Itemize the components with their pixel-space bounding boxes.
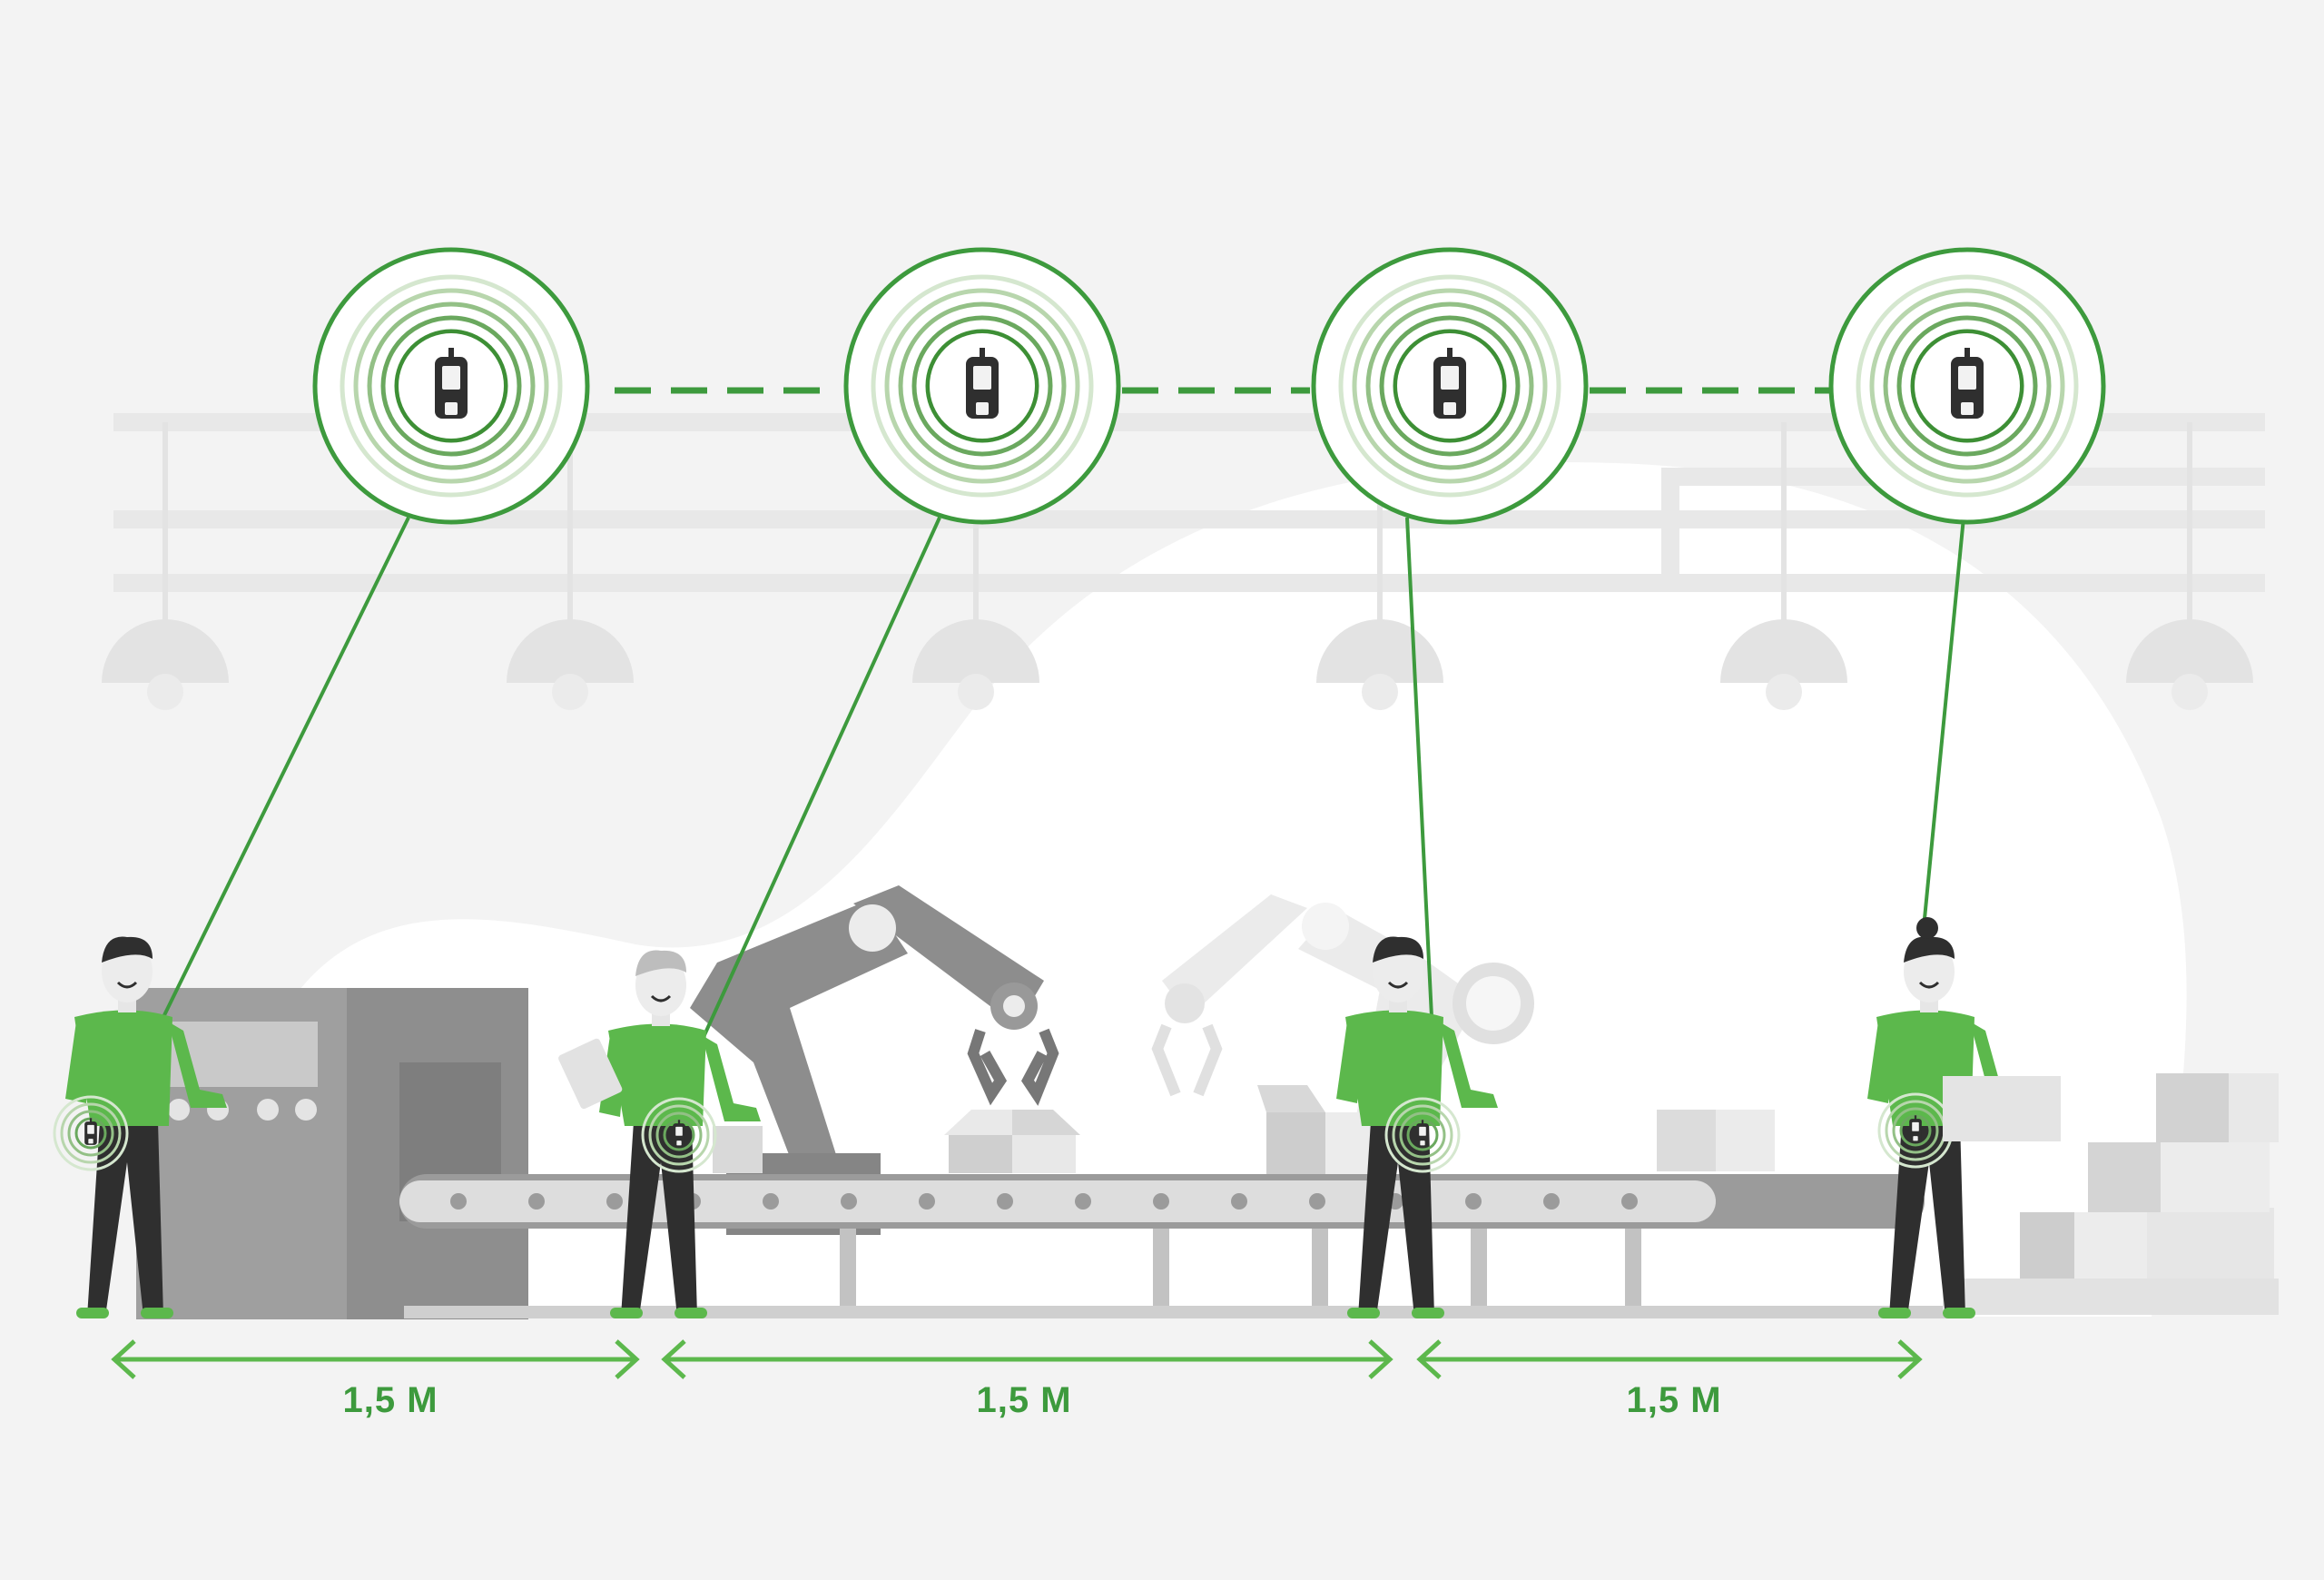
wearable-tag-icon (84, 1118, 97, 1145)
conveyor-roller (450, 1193, 467, 1210)
distance-label-2: 1,5 M (976, 1380, 1072, 1420)
signal-ring (60, 1102, 122, 1164)
signal-ring (1910, 329, 2024, 443)
signal-ring (367, 301, 536, 470)
signal-ring (1393, 329, 1507, 443)
pendant-lamp (2126, 422, 2253, 710)
wearable-tag-icon (1416, 1120, 1429, 1147)
device-callout (312, 247, 590, 525)
signal-ring (67, 1110, 114, 1157)
connection-line (1918, 517, 1965, 966)
conveyor-roller (1465, 1193, 1482, 1210)
conveyor-roller (1309, 1193, 1325, 1210)
conveyor-roller (1543, 1193, 1560, 1210)
conveyor-roller (919, 1193, 935, 1210)
worker (599, 950, 761, 1318)
signal-ring (353, 288, 549, 484)
device-callout (1828, 247, 2106, 525)
wearable-tag-icon (435, 348, 468, 419)
pendant-lamp (102, 422, 229, 710)
conveyor-roller (1153, 1193, 1169, 1210)
conveyor-roller (997, 1193, 1013, 1210)
control-machine (136, 988, 528, 1319)
signal-ring (1399, 1111, 1446, 1159)
worker (1336, 936, 1498, 1318)
distance-arrow (1416, 1339, 1923, 1379)
signal-ring (394, 329, 508, 443)
wearable-tag-icon (966, 348, 999, 419)
wearable-tag-icon (1433, 348, 1466, 419)
device-callouts (312, 247, 2106, 525)
wearable-tag-icon (673, 1120, 685, 1147)
signal-ring (1384, 1097, 1461, 1173)
connection-line (162, 517, 410, 1018)
wearable-tag-icon (1951, 348, 1984, 419)
distance-arrows (111, 1339, 1923, 1379)
signal-ring (898, 301, 1067, 470)
conveyor-roller (1231, 1193, 1247, 1210)
signal-ring (340, 274, 563, 498)
signal-ring (380, 315, 522, 457)
clipboard (558, 1038, 623, 1110)
workers (53, 917, 2061, 1318)
signal-ring (1392, 1104, 1453, 1166)
signal-ring (1379, 315, 1521, 457)
signal-ring (53, 1095, 129, 1171)
device-callout (1311, 247, 1589, 525)
conveyor-roller (606, 1193, 623, 1210)
connection-lines (162, 517, 1965, 1038)
distance-arrow (661, 1339, 1393, 1379)
signal-ring (1352, 288, 1548, 484)
pendant-lamp (1720, 422, 1847, 710)
signal-ring (925, 329, 1039, 443)
signal-ring (1856, 274, 2079, 498)
signal-ring (1869, 288, 2065, 484)
distance-label-1: 1,5 M (342, 1380, 438, 1420)
signal-ring (884, 288, 1080, 484)
boxes-on-conveyor (713, 1085, 1775, 1174)
signal-ring (1338, 274, 1561, 498)
wearable-tag-icon (1909, 1115, 1922, 1142)
conveyor-roller (1621, 1193, 1638, 1210)
conveyor-roller (1075, 1193, 1091, 1210)
distance-arrow (111, 1339, 640, 1379)
signal-ring (1892, 1107, 1939, 1154)
pallet-of-boxes (1943, 1073, 2279, 1315)
signal-ring (1896, 315, 2038, 457)
conveyor-roller (841, 1193, 857, 1210)
signal-ring (911, 315, 1053, 457)
signal-ring (1883, 301, 2052, 470)
carried-box (1943, 1076, 2061, 1141)
signal-ring (871, 274, 1094, 498)
signal-ring (648, 1104, 710, 1166)
pendant-lamp (507, 422, 634, 710)
connection-line (702, 517, 941, 1038)
signal-ring (641, 1097, 717, 1173)
connection-line (1405, 517, 1433, 1018)
distance-label-3: 1,5 M (1626, 1380, 1722, 1420)
signal-ring (655, 1111, 703, 1159)
device-callout (843, 247, 1121, 525)
ceiling-rails (113, 413, 2265, 592)
signal-ring (1365, 301, 1534, 470)
conveyor-roller (528, 1193, 545, 1210)
conveyor-roller (763, 1193, 779, 1210)
worker (53, 936, 227, 1318)
